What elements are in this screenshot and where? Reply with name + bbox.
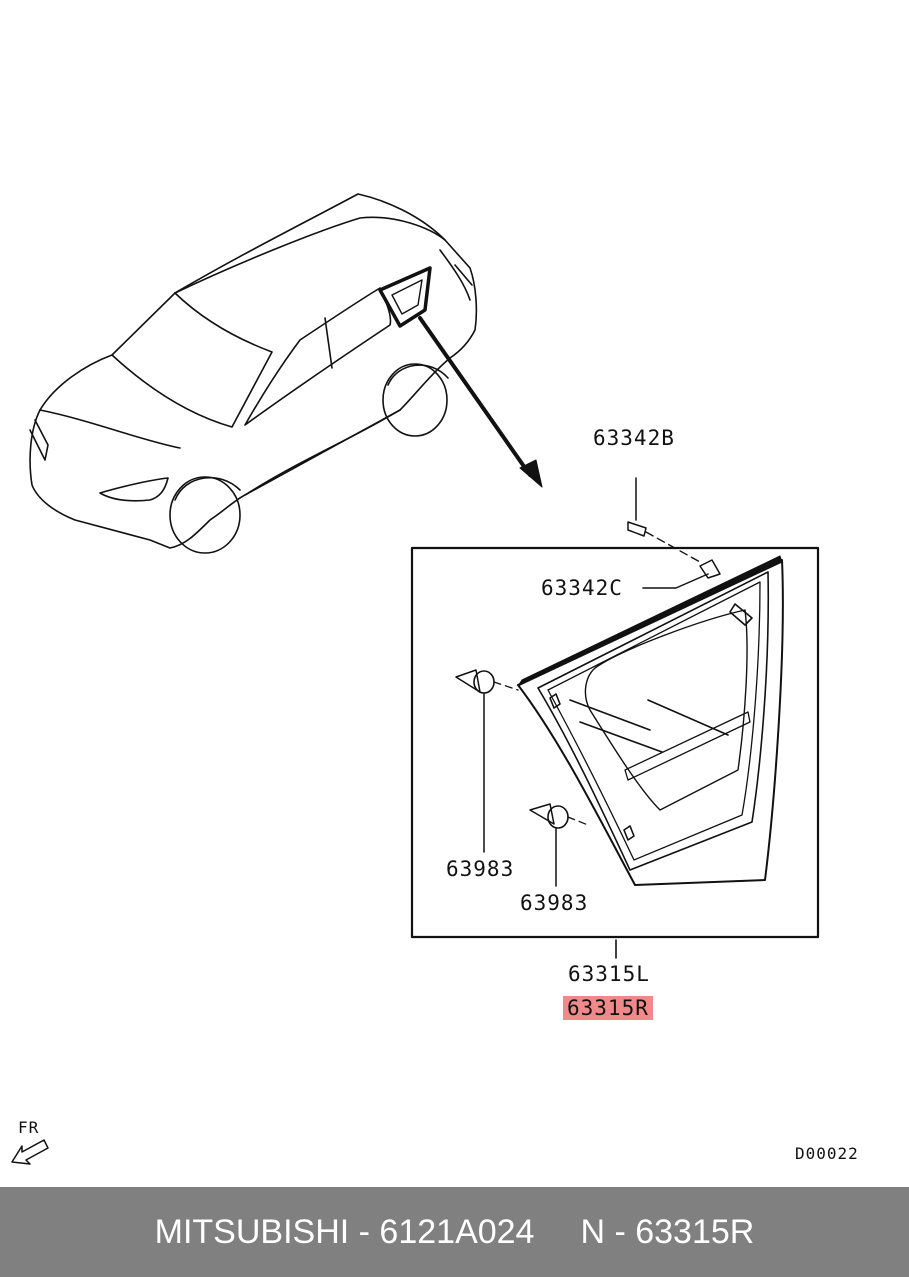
footer-brand-part-number: MITSUBISHI - 6121A024 (154, 1212, 535, 1251)
label-63315l: 63315L (568, 962, 650, 986)
fastener-63983-upper (455, 669, 519, 853)
label-63342c: 63342C (541, 576, 623, 600)
label-63983-upper: 63983 (446, 857, 515, 881)
clip-63342b (627, 521, 647, 537)
clip-63342c (699, 559, 721, 579)
label-fr: FR (18, 1118, 40, 1137)
label-63983-lower: 63983 (520, 891, 589, 915)
fastener-63983-lower (529, 803, 589, 887)
parts-diagram (11, 193, 820, 1165)
footer-bar: MITSUBISHI - 6121A024 N - 63315R (0, 1187, 909, 1277)
label-63342b: 63342B (593, 426, 675, 450)
footer-reference-number: N - 63315R (580, 1212, 755, 1251)
pointer-arrow (418, 316, 543, 488)
quarter-glass-assembly (517, 555, 784, 886)
detail-frame (410, 546, 820, 939)
label-63315r-highlighted: 63315R (563, 996, 653, 1020)
front-direction-arrow (11, 1139, 49, 1165)
vehicle-outline (29, 193, 478, 554)
diagram-code: D00022 (795, 1144, 859, 1163)
